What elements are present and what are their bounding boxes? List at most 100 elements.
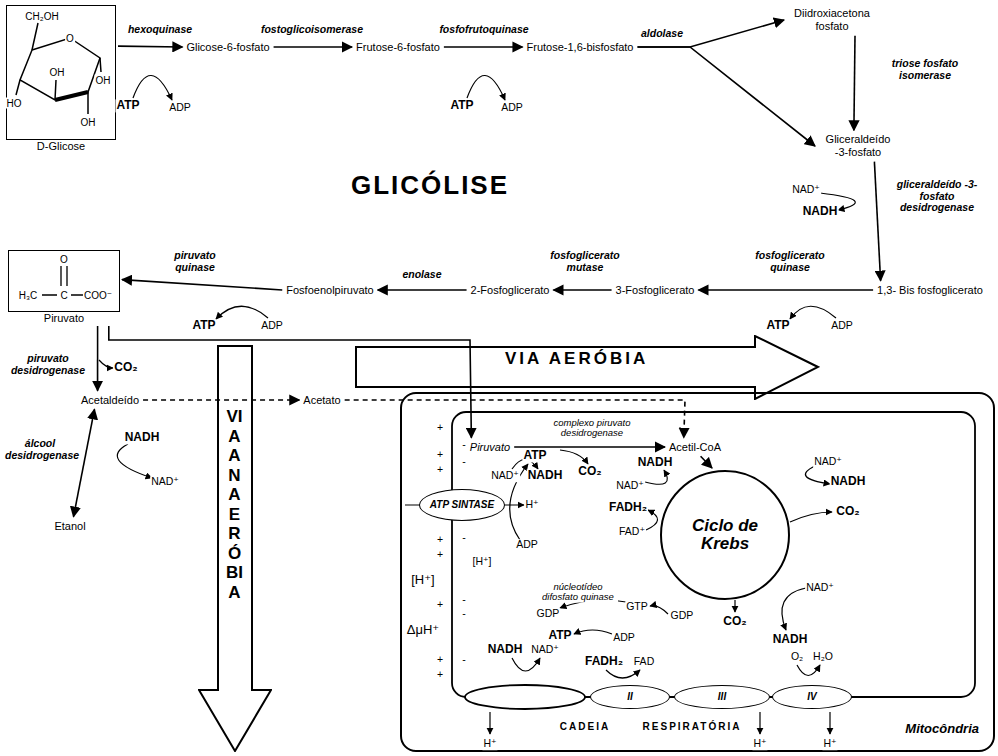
chem-label: + — [436, 654, 444, 666]
drawing-stroke — [16, 23, 101, 114]
drawing-stroke — [782, 588, 806, 630]
chem-label: - — [461, 594, 467, 606]
metabolite: Acetato — [301, 393, 342, 408]
drawing-stroke — [650, 606, 668, 614]
chem-label: NAD⁺ — [813, 456, 843, 468]
drawing-stroke — [805, 466, 830, 484]
reaction-arrow — [97, 326, 99, 391]
chem-label: - — [461, 439, 467, 451]
chem-label: ADP — [515, 539, 539, 551]
chem-label: + — [436, 534, 444, 546]
chem-label: OH — [95, 75, 112, 86]
metabolite: Acetil-CoA — [667, 440, 723, 455]
node-text: II — [627, 692, 633, 702]
inner-membrane — [452, 412, 975, 709]
enzyme-label: fosfoglicerato quinase — [749, 250, 831, 273]
chem-label: ATP — [191, 319, 216, 332]
reaction-arrow — [122, 280, 282, 290]
node-text: III — [718, 692, 726, 702]
chem-label: O — [59, 254, 69, 265]
enzyme-label: fosfoglicerato mutase — [547, 250, 624, 273]
diagram-title: GLICÓLISE — [350, 171, 510, 200]
drawing-stroke — [133, 75, 172, 100]
reaction-arrow — [514, 446, 665, 448]
node-text: Gliceraldeído -3-fosfato — [819, 133, 897, 158]
chem-label: ATP — [765, 319, 790, 332]
chem-label: NADH — [124, 431, 161, 444]
chem-label: + — [436, 422, 444, 434]
membrane-complex: IV — [772, 685, 852, 709]
chem-label: - — [461, 456, 467, 468]
chem-label: O — [65, 33, 75, 44]
node-text: 2-Fosfoglicerato — [471, 284, 550, 297]
chem-label: NADH — [637, 456, 674, 469]
drawing-stroke — [465, 685, 585, 709]
reaction-arrow — [553, 289, 611, 291]
metabolite: Diidroxiacetona fosfato — [786, 6, 878, 33]
drawing-stroke — [560, 450, 588, 464]
chem-label: CO₂ — [113, 361, 138, 374]
chem-label: NAD⁺ — [150, 476, 180, 488]
node-text: Mitocôndria — [905, 721, 979, 736]
drawing-stroke — [645, 470, 667, 484]
mitochondrion: Mitocôndria Piruvato Acetil-CoA Ciclo de Kr… — [400, 392, 995, 752]
chem-label: FAD⁺ — [618, 526, 646, 538]
enzyme-label: álcool desidrogenase — [4, 438, 76, 461]
node-text: VIA AERÓBIA — [505, 349, 648, 369]
mito-arrows — [405, 450, 832, 734]
metabolite: 1,3- Bis fosfoglicerato — [875, 283, 985, 298]
chem-label: [H⁺] — [410, 573, 435, 587]
reaction-arrow — [74, 409, 95, 516]
chem-label: RESPIRATÓRIA — [642, 721, 743, 732]
node-text: Acetaldeído — [81, 394, 139, 407]
reaction-arrow — [638, 20, 785, 47]
enzyme-label: hexoquinase — [127, 24, 193, 36]
chem-label: ATP — [115, 99, 140, 112]
node-text: 3-Fosfoglicerato — [616, 284, 695, 297]
reaction-arrow — [345, 400, 685, 438]
chem-label: NADH — [802, 205, 839, 218]
drawing-stroke — [216, 306, 268, 319]
node-text: Piruvato — [8, 312, 120, 324]
node-text: Piruvato — [470, 441, 510, 454]
reaction-arrow — [118, 45, 182, 47]
metabolite: Gliceraldeído -3-fosfato — [817, 132, 899, 159]
drawing-stroke — [574, 630, 612, 634]
drawing-stroke — [467, 75, 505, 100]
enzyme-label: piruvato desidrogenase — [7, 353, 89, 376]
metabolite: Piruvato — [468, 440, 512, 455]
enzyme-label: gliceraldeído -3-fosfato desidrogenase — [889, 179, 986, 214]
chem-label: GDP — [670, 610, 695, 622]
chem-label: ATP — [449, 99, 474, 112]
chem-label: FADH₂ — [584, 655, 624, 668]
chem-label: + — [436, 549, 444, 561]
drawing-stroke — [759, 712, 760, 734]
reaction-arrow — [378, 289, 467, 291]
chem-label: CADEIA — [559, 721, 611, 732]
drawing-stroke — [452, 412, 975, 697]
chem-label: GDP — [536, 608, 561, 620]
reaction-arrow — [109, 326, 472, 438]
enzyme-label: piruvato quinase — [164, 250, 226, 273]
metabolite: Fosfoenolpiruvato — [284, 283, 375, 298]
drawing-stroke — [797, 665, 820, 676]
chem-label: CH₂OH — [24, 11, 59, 22]
chem-label: OH — [80, 117, 97, 128]
cycle-circle: Ciclo de Krebs — [660, 470, 790, 600]
chem-label: NADH — [772, 633, 809, 646]
reaction-arrow — [854, 36, 855, 131]
chem-label: ADP — [830, 320, 854, 332]
reaction-arrow — [143, 399, 299, 401]
pathway-arrow: VIA AERÓBIA — [355, 335, 820, 400]
arrow-outline — [199, 346, 271, 751]
chem-label: CO₂ — [722, 615, 747, 628]
chem-label: NAD⁺ — [530, 644, 560, 656]
chem-label: HO — [6, 98, 23, 109]
metabolite: Frutose-6-fosfato — [354, 40, 442, 55]
cofactor-arrows — [99, 75, 855, 478]
metabolite: Etanol — [52, 519, 87, 534]
metabolite: 2-Fosfoglicerato — [469, 283, 552, 298]
chem-label: O₂ — [790, 651, 804, 663]
node-text: IV — [807, 692, 816, 702]
chem-label: - — [461, 532, 467, 544]
